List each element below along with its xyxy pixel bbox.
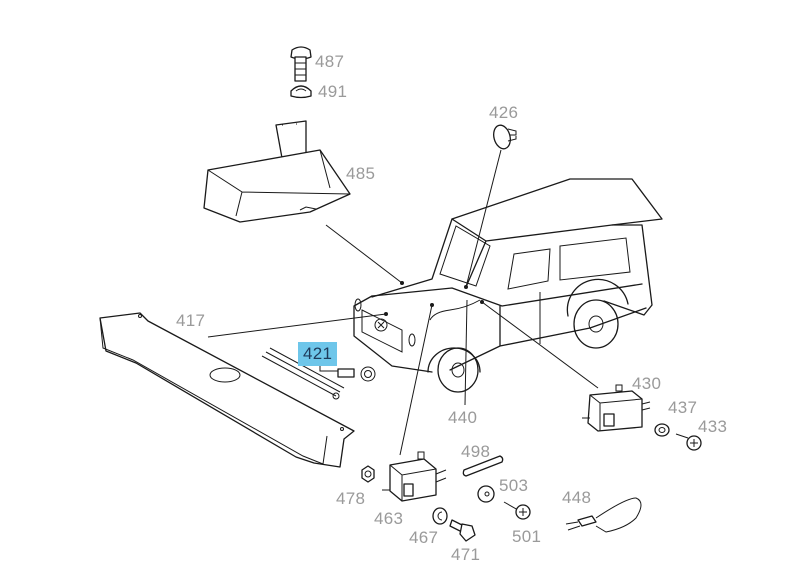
callout-485[interactable]: 485 — [346, 164, 376, 183]
callout-503[interactable]: 503 — [499, 476, 529, 495]
leader-463 — [399, 304, 433, 456]
callout-448[interactable]: 448 — [562, 488, 592, 507]
part-503-washer[interactable] — [477, 485, 495, 503]
callout-478[interactable]: 478 — [336, 489, 366, 508]
part-471-bolt[interactable] — [449, 519, 476, 542]
part-491-clip[interactable] — [290, 85, 312, 99]
vehicle-body — [353, 178, 663, 393]
callout-487[interactable]: 487 — [315, 52, 345, 71]
part-478-nut[interactable] — [361, 465, 375, 483]
part-448-cable-tie[interactable] — [565, 497, 642, 533]
leader-417 — [207, 313, 387, 338]
part-417-crossmember[interactable] — [99, 312, 355, 468]
callout-421-selected[interactable]: 421 — [298, 342, 338, 366]
part-487-bolt[interactable] — [290, 46, 312, 82]
part-498-tube[interactable] — [462, 455, 504, 477]
callout-471[interactable]: 471 — [451, 545, 481, 564]
part-421-cable[interactable] — [261, 347, 376, 400]
part-433-screw[interactable] — [675, 433, 702, 451]
leader-440 — [464, 299, 468, 406]
leader-430 — [481, 301, 599, 389]
leader-485 — [325, 224, 403, 284]
callout-440[interactable]: 440 — [448, 408, 478, 427]
part-467-clip[interactable] — [432, 507, 448, 525]
callout-426[interactable]: 426 — [489, 103, 519, 122]
callout-501[interactable]: 501 — [512, 527, 542, 546]
callout-437[interactable]: 437 — [668, 398, 698, 417]
leader-426 — [465, 149, 502, 288]
callout-498[interactable]: 498 — [461, 442, 491, 461]
callout-433[interactable]: 433 — [698, 417, 728, 436]
part-426-grommet[interactable] — [491, 123, 517, 150]
part-463-relay[interactable] — [382, 451, 447, 502]
callout-417[interactable]: 417 — [176, 311, 206, 330]
part-485-cover[interactable] — [203, 120, 351, 223]
part-437-washer[interactable] — [654, 423, 670, 437]
callout-491[interactable]: 491 — [318, 82, 348, 101]
part-501-screw[interactable] — [503, 501, 531, 520]
part-430-relay[interactable] — [582, 384, 651, 432]
callout-467[interactable]: 467 — [409, 528, 439, 547]
callout-463[interactable]: 463 — [374, 509, 404, 528]
callout-430[interactable]: 430 — [632, 374, 662, 393]
